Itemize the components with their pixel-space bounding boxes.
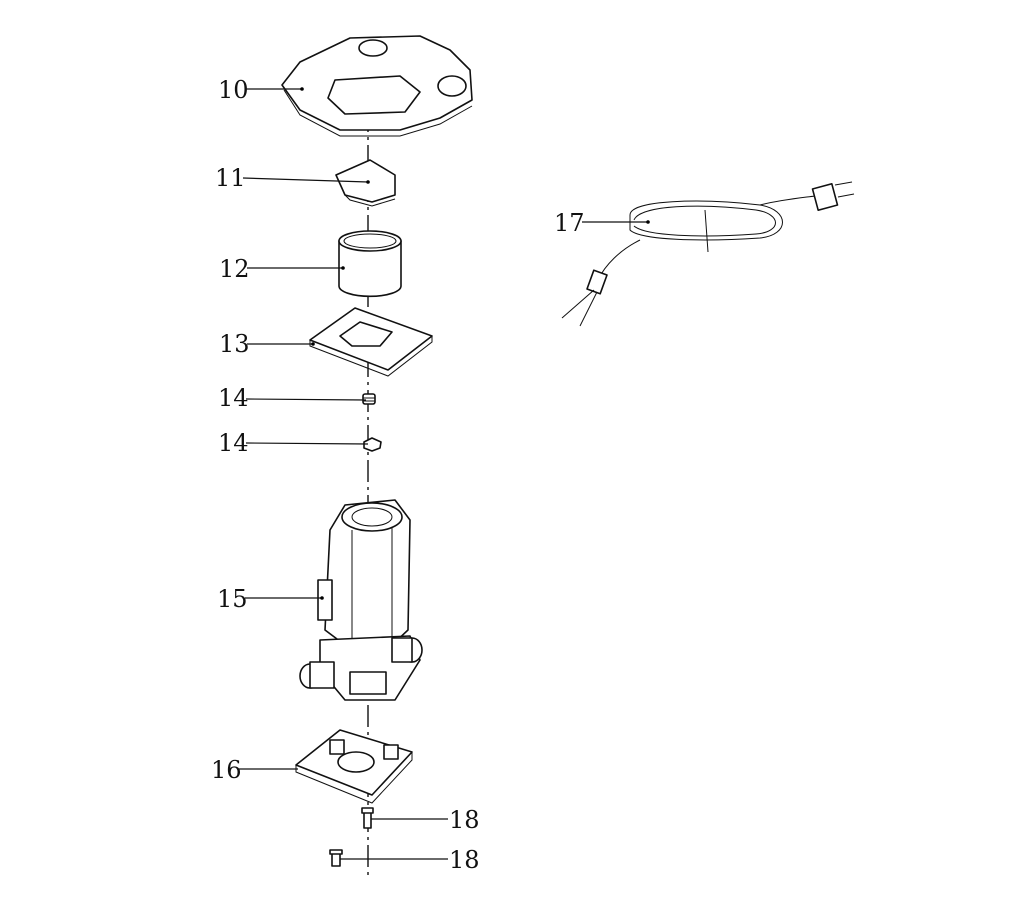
- part-14-spring: [362, 393, 376, 405]
- callout-13: 13: [219, 330, 315, 358]
- part-17-power-cord: [561, 181, 855, 327]
- callout-14a: 14: [218, 384, 367, 412]
- callout-10: 10: [218, 76, 304, 104]
- part-14-nut: [363, 437, 382, 452]
- part-10-top-plate: [281, 35, 473, 137]
- svg-text:14: 14: [218, 384, 249, 412]
- part-18-screw: [361, 807, 374, 829]
- part-18-screw: [329, 849, 343, 867]
- svg-text:16: 16: [211, 756, 242, 784]
- callout-18a: 18: [371, 806, 480, 834]
- svg-text:12: 12: [219, 255, 250, 283]
- svg-text:18: 18: [449, 846, 480, 874]
- part-12-sleeve: [338, 230, 402, 298]
- svg-text:13: 13: [219, 330, 250, 358]
- callout-16: 16: [211, 756, 298, 784]
- callout-17: 17: [554, 209, 650, 237]
- svg-text:18: 18: [449, 806, 480, 834]
- callout-11: 11: [215, 164, 370, 192]
- part-16-base: [295, 729, 413, 804]
- callout-12: 12: [219, 255, 345, 283]
- svg-text:10: 10: [218, 76, 249, 104]
- callout-15: 15: [217, 585, 324, 613]
- svg-text:11: 11: [215, 164, 246, 192]
- part-11-flap: [335, 159, 396, 207]
- part-13-gasket: [309, 307, 433, 377]
- svg-text:17: 17: [554, 209, 585, 237]
- callout-18b: 18: [340, 846, 480, 874]
- svg-text:14: 14: [218, 429, 249, 457]
- part-15-motor-pump: [299, 499, 423, 701]
- callout-14b: 14: [218, 429, 369, 457]
- svg-text:15: 15: [217, 585, 248, 613]
